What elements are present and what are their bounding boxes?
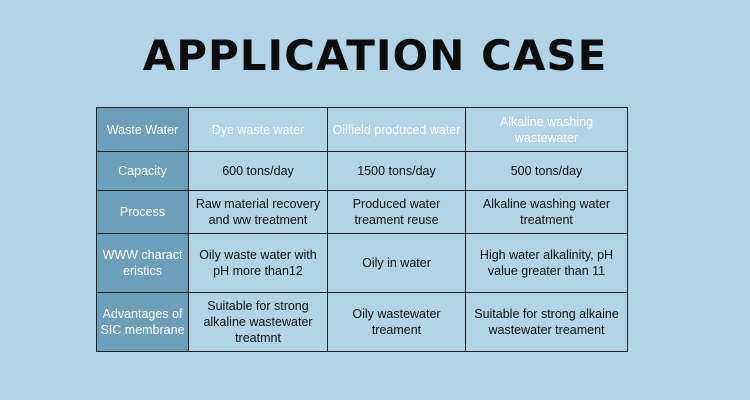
table-row: Capacity 600 tons/day 1500 tons/day 500 … [96,151,628,191]
row-label-cell: WWW characteristics [96,233,189,293]
table-cell: 1500 tons/day [327,151,466,191]
table-row: Process Raw material recovery and ww tre… [96,190,628,234]
table-cell: Oily waste water with pH more than12 [188,233,328,293]
header-column-cell: Alkaline washing wastewater [465,107,628,152]
row-label-cell: Process [96,190,189,234]
application-case-table: Waste Water Dye waste water Oilfield pro… [96,107,628,352]
table-cell: Oily in water [327,233,466,293]
table-cell: Produced water treament reuse [327,190,466,234]
table-header-row: Waste Water Dye waste water Oilfield pro… [96,107,628,152]
table-cell: Suitable for strong alkaline wastewater … [188,292,328,352]
table-cell: Raw material recovery and ww treatment [188,190,328,234]
table-cell: High water alkalinity, pH value greater … [465,233,628,293]
page-title: APPLICATION CASE [142,31,608,80]
row-label-cell: Advantages of SIC membrane [96,292,189,352]
table-cell: Suitable for strong alkaine wastewater t… [465,292,628,352]
table-cell: 500 tons/day [465,151,628,191]
header-label-cell: Waste Water [96,107,189,152]
header-column-cell: Dye waste water [188,107,328,152]
row-label-cell: Capacity [96,151,189,191]
table-cell: Alkaline washing water treatment [465,190,628,234]
table-cell: 600 tons/day [188,151,328,191]
table-row: Advantages of SIC membrane Suitable for … [96,292,628,352]
table-row: WWW characteristics Oily waste water wit… [96,233,628,293]
table-cell: Oily wastewater treament [327,292,466,352]
header-column-cell: Oilfield produced water [327,107,466,152]
